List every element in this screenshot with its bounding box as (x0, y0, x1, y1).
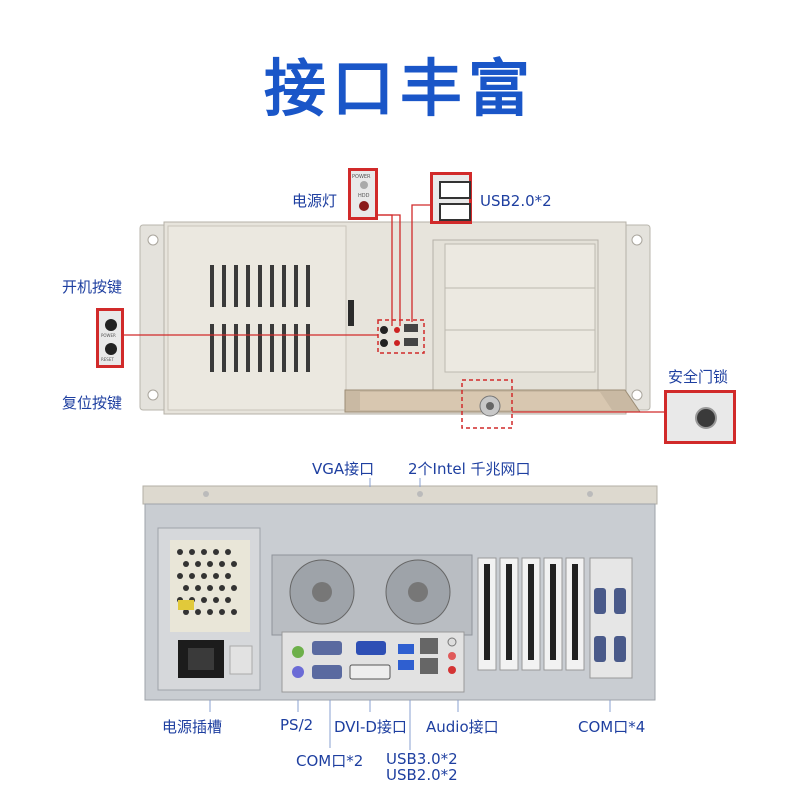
button-zoom: POWER RESET (96, 308, 124, 368)
usb-zoom (430, 172, 472, 224)
power-indicator-label: POWER (352, 174, 371, 180)
audio-label: Audio接口 (426, 718, 499, 736)
vga-label: VGA接口 (312, 460, 375, 478)
indicator-zoom: POWER HDD (348, 168, 378, 220)
reset-button-text: RESET (101, 357, 114, 362)
reset-button-label: 复位按键 (62, 394, 123, 412)
power-button-icon (105, 319, 117, 331)
ps2-label: PS/2 (280, 716, 314, 734)
power-button-label: 开机按键 (62, 278, 123, 296)
lan-label: 2个Intel 千兆网口 (408, 460, 531, 478)
usb-front-label: USB2.0*2 (480, 192, 552, 210)
reset-button-icon (105, 343, 117, 355)
power-light-label: 电源灯 (292, 192, 338, 210)
com4-label: COM口*4 (578, 718, 646, 736)
page-title: 接口丰富 (263, 52, 536, 125)
power-led-icon (360, 181, 368, 189)
lock-zoom (664, 390, 736, 444)
com2-label: COM口*2 (296, 752, 364, 770)
hdd-led-icon (359, 201, 369, 211)
dvi-label: DVI-D接口 (334, 718, 407, 736)
power-button-text: POWER (101, 333, 116, 338)
usb20-label: USB2.0*2 (386, 766, 458, 784)
usb-port-icon (439, 203, 471, 221)
usb-port-icon (439, 181, 471, 199)
hdd-indicator-label: HDD (358, 193, 370, 199)
power-socket-label: 电源插槽 (162, 718, 223, 736)
security-lock-label: 安全门锁 (668, 368, 729, 386)
lock-icon (695, 407, 717, 429)
usb30-label: USB3.0*2 (386, 750, 458, 768)
